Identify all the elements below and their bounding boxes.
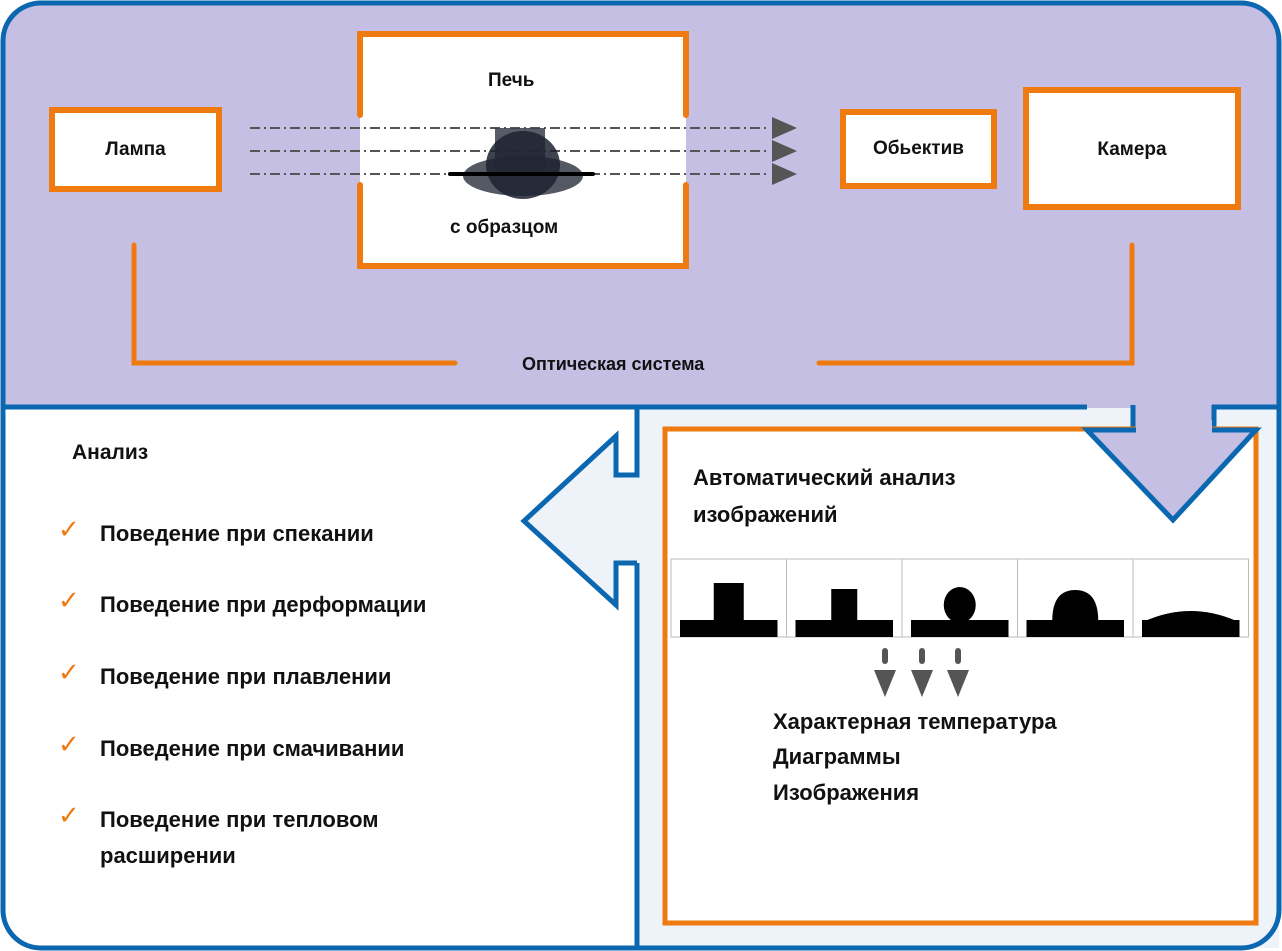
analysis-title: Анализ (72, 441, 149, 464)
checkmark-icon: ✓ (58, 657, 80, 687)
lens-label: Обьектив (873, 138, 964, 159)
optical-system-label: Оптическая система (522, 354, 705, 374)
sample-stage-hemisphere (1026, 590, 1124, 637)
camera-label: Камера (1097, 139, 1167, 160)
sample-image-strip (670, 558, 1249, 638)
left-block-arrow (520, 408, 640, 611)
analysis-item: Поведение при смачивании (100, 736, 405, 761)
furnace-label-bottom: с образцом (450, 217, 559, 238)
output-characteristic-temperature: Характерная температура (773, 709, 1057, 734)
sample-silhouette (448, 128, 595, 199)
optical-bracket-right (816, 242, 1135, 366)
analysis-item: Поведение при тепловом (100, 807, 379, 832)
auto-analysis-title-2: изображений (693, 502, 838, 527)
lens-box: Обьектив (840, 109, 997, 189)
sample-stage-flowed (1142, 611, 1240, 637)
beam-arrowheads (772, 117, 797, 185)
analysis-item: Поведение при дерформации (100, 592, 427, 617)
analysis-item-continued: расширении (100, 843, 236, 868)
furnace-border (357, 31, 689, 269)
output-images: Изображения (773, 780, 920, 805)
sample-stage-cylinder (680, 583, 778, 637)
lamp-label: Лампа (105, 138, 166, 160)
camera-box: Камера (1023, 87, 1241, 210)
analysis-item: Поведение при спекании (100, 521, 374, 546)
auto-analysis-title-1: Автоматический анализ (693, 465, 956, 490)
output-arrows (874, 648, 969, 697)
furnace-label-top: Печь (488, 70, 535, 91)
checkmark-icon: ✓ (58, 800, 80, 830)
output-diagrams: Диаграммы (773, 744, 901, 769)
lamp-box: Лампа (49, 107, 222, 192)
checkmark-icon: ✓ (58, 729, 80, 759)
checkmark-icon: ✓ (58, 514, 80, 544)
optical-bracket-left (131, 242, 458, 366)
sample-stage-shrunk (795, 589, 893, 637)
sample-stage-sphere (911, 587, 1009, 637)
checkmark-icon: ✓ (58, 585, 80, 615)
analysis-item: Поведение при плавлении (100, 664, 392, 689)
